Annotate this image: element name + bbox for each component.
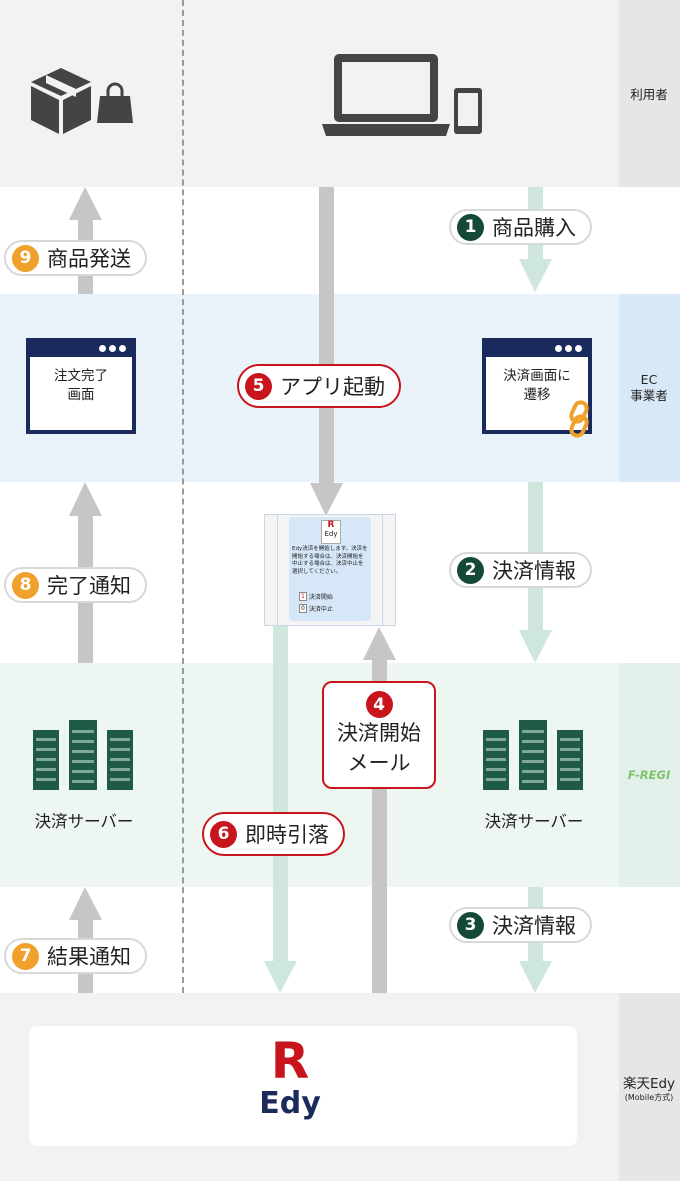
fregi-logo: F-REGI — [627, 768, 671, 782]
edy-logo-mark: R — [270, 1032, 310, 1090]
side-col-user — [619, 0, 680, 187]
laptop-icon — [322, 54, 450, 136]
arrow-step6 — [273, 626, 288, 963]
lane-label-user: 利用者 — [630, 87, 668, 102]
edy-app-screen: R Edy Edy決済を開始します。決済を開始する場合は、決済開始を中止する場合… — [289, 517, 371, 621]
side-col-edy — [619, 993, 680, 1181]
edy-logo-box — [29, 1026, 577, 1146]
payment-redirect-line2: 遷移 — [523, 387, 551, 403]
side-col-gap3 — [619, 887, 680, 993]
edy-app-phone: R Edy Edy決済を開始します。決済を開始する場合は、決済開始を中止する場合… — [264, 514, 396, 627]
side-col-fregi — [619, 663, 680, 887]
side-col-ec — [619, 294, 680, 482]
order-complete-line1: 注文完了 — [54, 368, 108, 384]
smartphone-icon — [454, 88, 482, 134]
edy-logo-text: Edy — [259, 1086, 321, 1121]
payment-redirect-line1: 決済画面に — [503, 368, 571, 384]
arrowhead-step1 — [519, 259, 552, 292]
side-col-gap1 — [619, 187, 680, 294]
lane-label-fregi: F-REGI — [618, 663, 680, 887]
arrow-step5 — [319, 187, 334, 485]
arrowhead-step4 — [363, 627, 396, 660]
lane-label-edy: 楽天Edy (Mobile方式) — [622, 1075, 676, 1102]
shopping-bag-icon — [97, 82, 133, 123]
arrowhead-step8 — [69, 482, 102, 516]
dashed-divider — [182, 0, 184, 993]
server-icon-left — [33, 720, 133, 790]
arrowhead-step2 — [519, 630, 552, 663]
lane-label-ec: EC 事業者 — [630, 372, 668, 403]
arrowhead-step9 — [69, 187, 102, 220]
arrowhead-step5 — [310, 483, 343, 516]
edy-app-option-cancel[interactable]: 0 決済中止 — [299, 604, 333, 613]
user-lane-bg — [0, 0, 619, 187]
edy-logo: R Edy — [250, 1035, 330, 1121]
order-complete-window: 注文完了 画面 — [26, 338, 136, 434]
server-label-left: 決済サーバー — [34, 812, 134, 831]
edy-app-logo: R Edy — [321, 520, 341, 544]
order-complete-line2: 画面 — [67, 387, 95, 403]
package-icon — [31, 68, 91, 134]
step-4-label: 4 決済開始 メール — [322, 681, 436, 789]
edy-app-message: Edy決済を開始します。決済を開始する場合は、決済開始を中止する場合は、決済中止… — [292, 546, 368, 575]
side-col-gap2 — [619, 482, 680, 663]
edy-app-option-start[interactable]: 1 決済開始 — [299, 592, 333, 601]
arrowhead-step7 — [69, 887, 102, 920]
server-label-right: 決済サーバー — [484, 812, 584, 831]
arrowhead-step6 — [264, 961, 297, 993]
arrowhead-step3 — [519, 961, 552, 993]
link-icon — [569, 400, 589, 438]
server-icon-right — [483, 720, 583, 790]
